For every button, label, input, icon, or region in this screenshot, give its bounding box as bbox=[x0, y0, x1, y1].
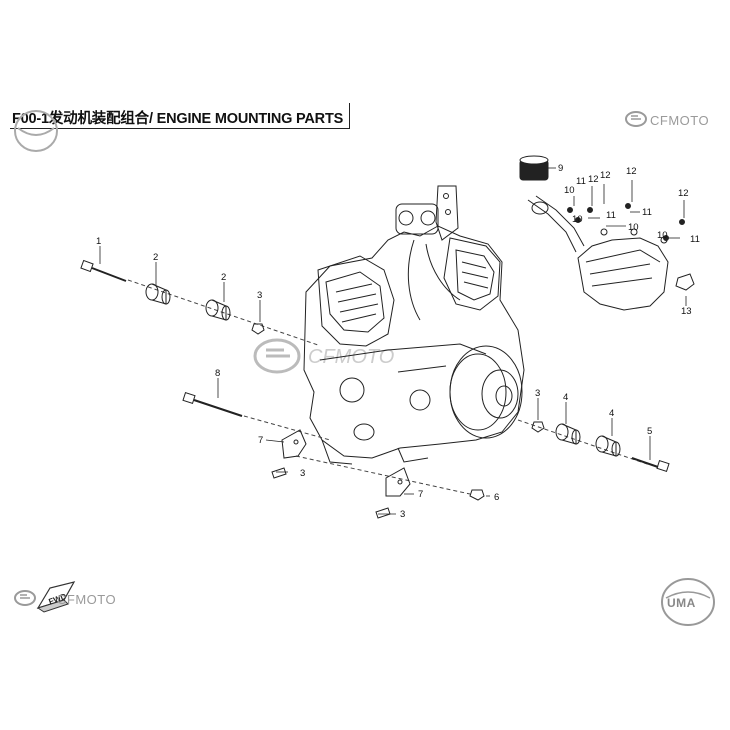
callout-6: 6 bbox=[494, 492, 499, 503]
part-4-bushing bbox=[595, 435, 621, 457]
fwd-arrow-icon: FWD bbox=[36, 581, 76, 613]
uma-label: UMA bbox=[667, 596, 696, 610]
callout-3: 3 bbox=[257, 290, 262, 301]
callout-11: 11 bbox=[576, 176, 586, 187]
callout-13: 13 bbox=[681, 306, 692, 317]
part-13-nut bbox=[675, 273, 695, 291]
callout-3: 3 bbox=[400, 509, 405, 520]
part-8-bolt bbox=[182, 392, 243, 417]
part-1-bolt bbox=[80, 259, 127, 282]
callout-12: 12 bbox=[626, 166, 637, 177]
part-5-bolt bbox=[631, 457, 670, 472]
uma-logo-top bbox=[14, 110, 58, 152]
callout-9: 9 bbox=[558, 163, 563, 174]
callout-7: 7 bbox=[258, 435, 263, 446]
watermark-text: CFMOTO bbox=[308, 346, 394, 368]
callout-3: 3 bbox=[535, 388, 540, 399]
callout-10: 10 bbox=[657, 230, 668, 241]
part-3-clip bbox=[271, 467, 287, 479]
callout-3: 3 bbox=[300, 468, 305, 479]
callout-10: 10 bbox=[564, 185, 575, 196]
callout-5: 5 bbox=[647, 426, 652, 437]
part-2-bushing bbox=[145, 283, 171, 305]
title-bar: F00-1发动机装配组合/ ENGINE MOUNTING PARTS bbox=[10, 103, 350, 129]
callout-12: 12 bbox=[588, 174, 599, 185]
brand-bottom: CFMOTO bbox=[57, 592, 117, 607]
callout-2: 2 bbox=[221, 272, 226, 283]
part-2-bushing bbox=[205, 299, 231, 321]
brand-top: CFMOTO bbox=[650, 113, 710, 128]
callout-4: 4 bbox=[609, 408, 614, 419]
callout-10: 10 bbox=[572, 214, 583, 225]
part-9-filter bbox=[519, 155, 549, 181]
part-4-bushing bbox=[555, 423, 581, 445]
part-3-clip bbox=[375, 507, 391, 519]
part-3-nut bbox=[531, 421, 545, 433]
callout-4: 4 bbox=[563, 392, 568, 403]
title-underline bbox=[10, 128, 350, 129]
callout-11: 11 bbox=[606, 210, 616, 221]
callout-11: 11 bbox=[690, 234, 700, 245]
title-end-tick bbox=[349, 103, 350, 129]
cfmoto-logo-icon bbox=[14, 590, 36, 606]
callout-1: 1 bbox=[96, 236, 101, 247]
callout-12: 12 bbox=[600, 170, 611, 181]
mounting-axis-lines bbox=[127, 279, 651, 495]
part-6-nut bbox=[469, 489, 485, 501]
cfmoto-logo-icon bbox=[625, 111, 647, 127]
leader-lines bbox=[99, 167, 687, 515]
callout-10: 10 bbox=[628, 222, 639, 233]
part-7-bracket bbox=[385, 467, 411, 497]
callout-11: 11 bbox=[642, 207, 652, 218]
oil-sump-assembly bbox=[527, 195, 669, 311]
cfmoto-watermark bbox=[253, 338, 301, 374]
callout-8: 8 bbox=[215, 368, 220, 379]
uma-logo-bottom bbox=[661, 578, 715, 626]
part-3-nut bbox=[251, 323, 265, 335]
callout-7: 7 bbox=[418, 489, 423, 500]
page-title: F00-1发动机装配组合/ ENGINE MOUNTING PARTS bbox=[12, 111, 344, 127]
callout-2: 2 bbox=[153, 252, 158, 263]
part-7-bracket bbox=[281, 429, 307, 459]
engine-assembly bbox=[303, 185, 525, 465]
callout-12: 12 bbox=[678, 188, 689, 199]
